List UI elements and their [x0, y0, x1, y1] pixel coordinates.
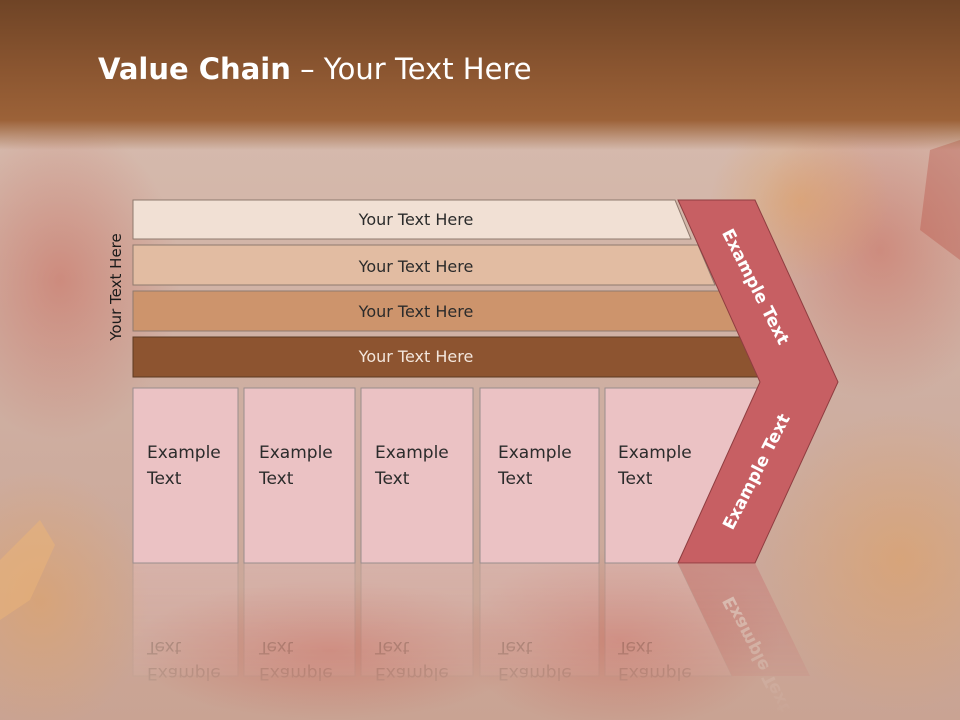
row-label: Your Text Here [358, 347, 474, 366]
support-row: Your Text Here [132, 336, 764, 378]
reflection: Example Text Example Text Example Text E… [132, 562, 810, 715]
activity-box-line2: Text [617, 469, 653, 489]
reflection-text: Text [617, 637, 653, 657]
activity-box-line1: Example [498, 443, 572, 463]
activity-box: Example Text [243, 387, 356, 564]
title-rest: – Your Text Here [290, 52, 532, 86]
support-row: Your Text Here [132, 244, 716, 286]
reflection-text: Example [147, 663, 221, 683]
reflection-text: Example [375, 663, 449, 683]
reflection-text: Example [498, 663, 572, 683]
activity-box-line1: Example [375, 443, 449, 463]
slide-title: Value Chain – Your Text Here [98, 52, 532, 86]
activity-box-line1: Example [618, 443, 692, 463]
activity-box: Example Text [360, 387, 474, 564]
row-label: Your Text Here [358, 257, 474, 276]
activity-box-line1: Example [259, 443, 333, 463]
activity-box: Example Text [132, 387, 239, 564]
support-row: Your Text Here [132, 199, 692, 240]
title-band [0, 0, 960, 150]
row-bar [132, 199, 692, 240]
activity-box: Example Text [479, 387, 600, 564]
row-bar [132, 244, 716, 286]
activity-box-line1: Example [147, 443, 221, 463]
reflection-text: Text [146, 637, 182, 657]
support-rows: Your Text Here Your Text Here Your Text … [132, 199, 764, 378]
activity-box-line2: Text [374, 469, 410, 489]
primary-activities: Example Text Example Text Example Text E… [132, 387, 761, 564]
reflection-text: Example [618, 663, 692, 683]
reflection-text: Text [258, 637, 294, 657]
activity-box-line2: Text [146, 469, 182, 489]
activity-box-line2: Text [497, 469, 533, 489]
row-label: Your Text Here [358, 302, 474, 321]
reflection-text: Example [259, 663, 333, 683]
activity-box-line2: Text [258, 469, 294, 489]
support-row: Your Text Here [132, 290, 740, 332]
title-bold: Value Chain [98, 52, 291, 86]
row-label: Your Text Here [358, 210, 474, 229]
reflection-text: Text [374, 637, 410, 657]
reflection-text: Text [497, 637, 533, 657]
